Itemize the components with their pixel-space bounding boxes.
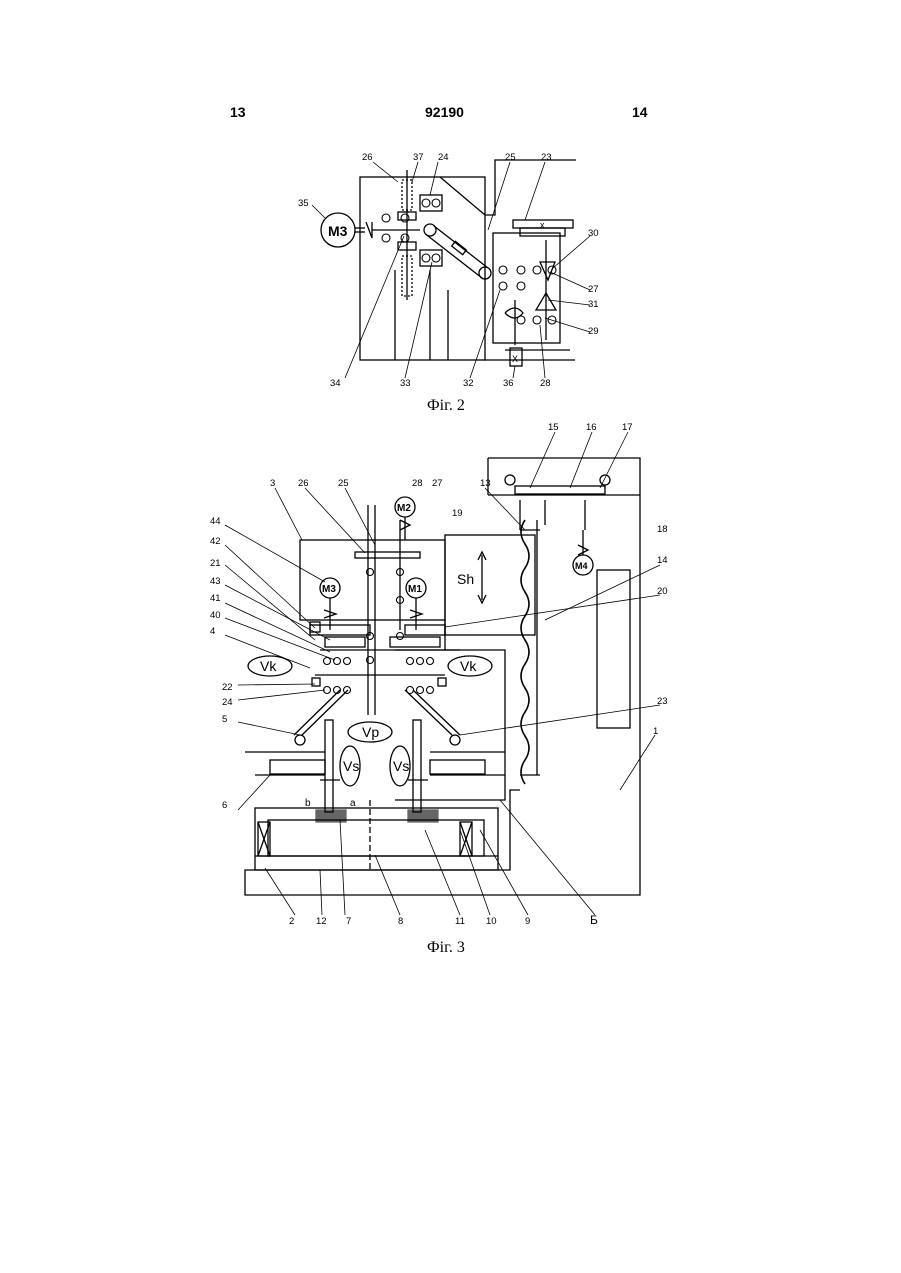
figure-3-drawing: 15 16 17 3 26 25 28 27 13 19 18 44 42 21…	[210, 422, 668, 956]
vk-left-symbol: Vk	[260, 658, 277, 674]
fig3-callout: 19	[452, 508, 463, 519]
fig3-callout: 5	[222, 714, 227, 725]
point-a-label: a	[350, 798, 356, 809]
fig3-callout: 14	[657, 555, 668, 566]
fig2-callout: 30	[588, 228, 599, 239]
fig3-callout: 28	[412, 478, 423, 489]
fig3-callout: 43	[210, 576, 221, 587]
fig3-callout: 42	[210, 536, 221, 547]
fig3-callout: 20	[657, 586, 668, 597]
fig2-caption: Фіг. 2	[427, 397, 465, 414]
fig2-callout: 29	[588, 326, 599, 337]
fig2-callout: 28	[540, 378, 551, 389]
point-b-label: b	[305, 798, 311, 809]
fig2-callout: 37	[413, 152, 424, 163]
fig3-callout: 6	[222, 800, 227, 811]
fig3-callout: 2	[289, 916, 294, 927]
fig2-callout: 35	[298, 198, 309, 209]
fig3-callout: 26	[298, 478, 309, 489]
fig3-motor-m3-label: M3	[322, 584, 336, 595]
sh-symbol: Sh	[457, 571, 474, 587]
fig2-callout: 34	[330, 378, 341, 389]
fig2-callout: 26	[362, 152, 373, 163]
fig3-callout: 24	[222, 697, 233, 708]
fig3-callout: 8	[398, 916, 403, 927]
fig3-caption: Фіг. 3	[427, 939, 465, 956]
fig3-callout: 12	[316, 916, 327, 927]
fig3-callout: 27	[432, 478, 443, 489]
vk-right-symbol: Vk	[460, 658, 477, 674]
fig3-motor-m2-label: M2	[397, 503, 411, 514]
fig3-callout: 17	[622, 422, 633, 433]
fig3-callout: 1	[653, 726, 658, 737]
fig3-callout: 7	[346, 916, 351, 927]
fig3-callout: 18	[657, 524, 668, 535]
fig3-callout: 9	[525, 916, 530, 927]
fig3-callout: 44	[210, 516, 221, 527]
fig2-callout: 36	[503, 378, 514, 389]
fig3-callout: 22	[222, 682, 233, 693]
fig3-callout: 16	[586, 422, 597, 433]
fig3-callout: 4	[210, 626, 215, 637]
fig2-callout: 31	[588, 299, 599, 310]
fig2-callout: 27	[588, 284, 599, 295]
fig2-callout: 32	[463, 378, 474, 389]
fig3-callout: 15	[548, 422, 559, 433]
figure-2-drawing: x X 26 37	[298, 152, 599, 414]
vp-symbol: Vp	[362, 724, 379, 740]
fig3-callout: Б	[590, 913, 598, 927]
fig3-callout: 3	[270, 478, 275, 489]
fig2-callout: 33	[400, 378, 411, 389]
fig3-callout: 13	[480, 478, 491, 489]
fig2-motor-label: M3	[328, 223, 348, 239]
svg-text:x: x	[540, 220, 545, 230]
fig3-callout: 25	[338, 478, 349, 489]
vs-right-symbol: Vs	[393, 758, 409, 774]
svg-text:X: X	[512, 354, 518, 364]
fig3-callout: 21	[210, 558, 221, 569]
fig3-callout: 40	[210, 610, 221, 621]
fig3-callout: 41	[210, 593, 221, 604]
fig2-callout: 23	[541, 152, 552, 163]
fig3-callout: 11	[455, 916, 465, 927]
fig3-callout: 10	[486, 916, 497, 927]
fig2-callout: 25	[505, 152, 516, 163]
vs-left-symbol: Vs	[343, 758, 359, 774]
fig3-motor-m4-label: M4	[575, 561, 588, 571]
fig3-motor-m1-label: M1	[408, 584, 422, 595]
fig3-callout: 23	[657, 696, 668, 707]
fig2-callout: 24	[438, 152, 449, 163]
